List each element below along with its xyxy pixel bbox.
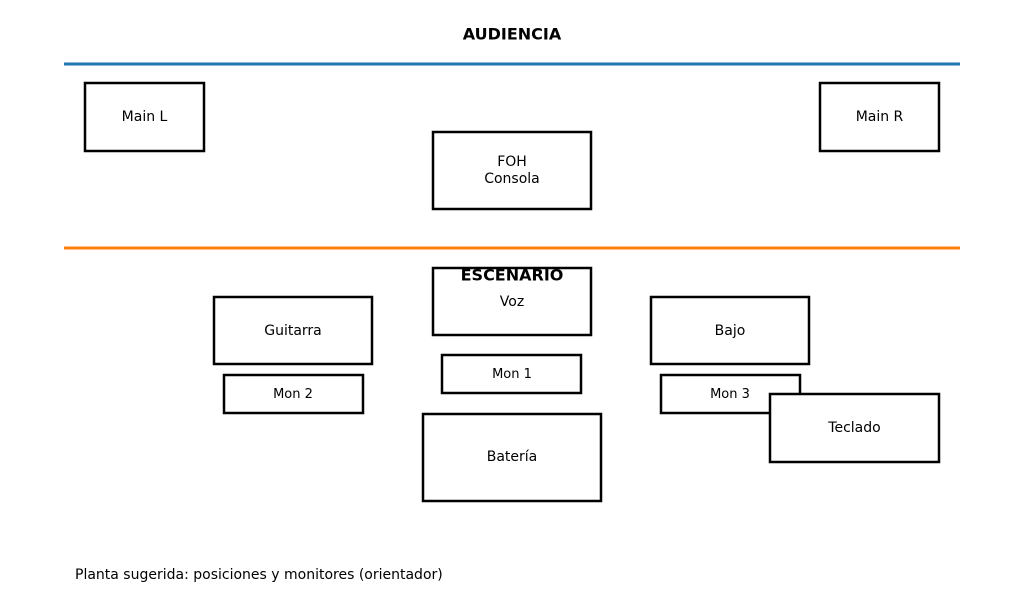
mon-2-box <box>222 373 365 415</box>
mon-2-monitor: Mon 2 <box>222 373 365 415</box>
main-l-speaker: Main L <box>83 81 206 153</box>
bajo-label: Bajo <box>715 323 746 339</box>
mon-1-label: Mon 1 <box>492 367 532 382</box>
voz-position: Voz <box>431 266 593 337</box>
voz-label: Voz <box>500 294 524 310</box>
bateria-box <box>421 412 603 503</box>
foh-box <box>431 130 593 211</box>
mon-1-box <box>440 353 583 395</box>
teclado-box <box>768 392 941 464</box>
bateria-position: Batería <box>421 412 603 503</box>
main-r-box <box>818 81 941 153</box>
guitarra-label: Guitarra <box>264 323 322 339</box>
foh-label-line1: FOH <box>497 154 527 170</box>
mon-2-label: Mon 2 <box>273 387 313 402</box>
main-r-label: Main R <box>856 109 904 125</box>
audience-label: AUDIENCIA <box>463 25 562 44</box>
foh-console: FOH Consola <box>431 130 593 211</box>
stage-label: ESCENARIO <box>461 266 564 285</box>
voz-box <box>431 266 593 337</box>
main-r-speaker: Main R <box>818 81 941 153</box>
diagram-caption: Planta sugerida: posiciones y monitores … <box>75 567 443 583</box>
bajo-position: Bajo <box>649 295 811 366</box>
bateria-label: Batería <box>487 449 538 465</box>
teclado-position: Teclado <box>768 392 941 464</box>
main-l-box <box>83 81 206 153</box>
bajo-box <box>649 295 811 366</box>
teclado-label: Teclado <box>827 420 880 436</box>
foh-label-line2: Consola <box>484 171 540 187</box>
main-l-label: Main L <box>122 109 168 125</box>
mon-3-label: Mon 3 <box>710 387 750 402</box>
guitarra-box <box>212 295 374 366</box>
guitarra-position: Guitarra <box>212 295 374 366</box>
mon-1-monitor: Mon 1 <box>440 353 583 395</box>
